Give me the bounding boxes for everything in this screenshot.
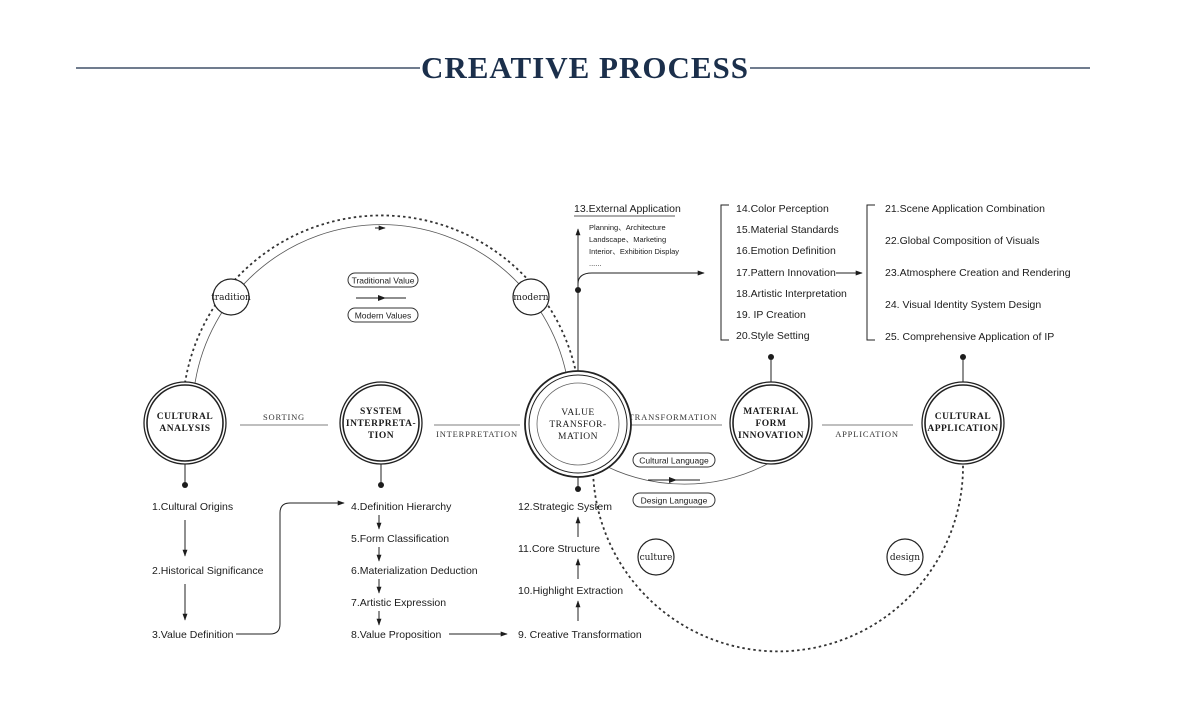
node-cultural-analysis-line2: ANALYSIS xyxy=(159,424,210,434)
node-cultural-application: CULTURAL APPLICATION xyxy=(921,381,1005,465)
node-cultural-analysis: CULTURAL ANALYSIS xyxy=(143,381,227,465)
connector-sorting-label: SORTING xyxy=(263,412,305,422)
node-material-form: MATERIAL FORM INNOVATION xyxy=(729,381,813,465)
node-material-form-line3: INNOVATION xyxy=(738,431,804,441)
col2-item-8: 8.Value Proposition xyxy=(351,629,441,641)
col2-item-5: 5.Form Classification xyxy=(351,533,449,545)
cultural-language-pill: Cultural Language xyxy=(632,452,716,468)
col4-item-15: 15.Material Standards xyxy=(736,224,839,236)
modern-node: modern xyxy=(512,278,550,316)
col5-item-25: 25. Comprehensive Application of IP xyxy=(885,331,1054,343)
col4-item-19: 19. IP Creation xyxy=(736,309,806,321)
node-cultural-application-line2: APPLICATION xyxy=(927,424,998,434)
col1-item-2: 2.Historical Significance xyxy=(152,565,264,577)
col2-item-6: 6.Materialization Deduction xyxy=(351,565,478,577)
node-cultural-analysis-line1: CULTURAL xyxy=(157,412,213,422)
col1-dot xyxy=(182,482,188,488)
node-value-transformation-line1: VALUE xyxy=(561,408,594,418)
page-title: CREATIVE PROCESS xyxy=(421,50,749,85)
col4-item-18: 18.Artistic Interpretation xyxy=(736,288,847,300)
tradition-node: tradition xyxy=(211,278,251,316)
lower-dotted-arc xyxy=(592,464,964,653)
node-value-transformation-line2: TRANSFOR- xyxy=(549,420,606,430)
col4-item-14: 14.Color Perception xyxy=(736,203,829,215)
tradition-label: tradition xyxy=(211,293,251,303)
col2-item-4: 4.Definition Hierarchy xyxy=(351,501,452,513)
node-system-interpretation-line3: TION xyxy=(368,431,394,441)
node-value-transformation: VALUE TRANSFOR- MATION xyxy=(524,370,632,478)
culture-inner-arc xyxy=(597,461,772,485)
node-system-interpretation: SYSTEM INTERPRETA- TION xyxy=(339,381,423,465)
node-material-form-line1: MATERIAL xyxy=(743,407,799,417)
col3-dot xyxy=(575,486,581,492)
modern-label: modern xyxy=(513,293,548,303)
connector-interpretation-label: INTERPRETATION xyxy=(436,429,518,439)
col5-item-21: 21.Scene Application Combination xyxy=(885,203,1045,215)
design-node: design xyxy=(886,538,924,576)
col5-item-24: 24. Visual Identity System Design xyxy=(885,299,1041,311)
design-language-label: Design Language xyxy=(641,496,708,506)
node-system-interpretation-line2: INTERPRETA- xyxy=(346,419,416,429)
external-line-3: Interior、Exhibition Display xyxy=(589,247,679,256)
external-line-1: Planning、Architecture xyxy=(589,223,666,232)
node-cultural-application-line1: CULTURAL xyxy=(935,412,991,422)
col4-item-17: 17.Pattern Innovation xyxy=(736,267,836,279)
modern-values-pill: Modern Values xyxy=(347,307,419,323)
inner-arc xyxy=(194,224,569,384)
col5-item-23: 23.Atmosphere Creation and Rendering xyxy=(885,267,1071,279)
design-label: design xyxy=(890,553,920,563)
col1-item-1: 1.Cultural Origins xyxy=(152,501,233,513)
connector-3-to-4 xyxy=(236,500,345,635)
culture-node: culture xyxy=(637,538,675,576)
col3-item-10: 10.Highlight Extraction xyxy=(518,585,623,597)
col4-item-16: 16.Emotion Definition xyxy=(736,245,836,257)
connector-to-col4 xyxy=(577,270,705,290)
culture-label: culture xyxy=(640,553,673,563)
col2-item-7: 7.Artistic Expression xyxy=(351,597,446,609)
col2-dot xyxy=(378,482,384,488)
col5-bracket xyxy=(866,204,875,341)
external-line-2: Landscape、Marketing xyxy=(589,235,666,244)
col4-item-20: 20.Style Setting xyxy=(736,330,810,342)
pill-arrow-top-head xyxy=(378,295,386,301)
node-system-interpretation-line1: SYSTEM xyxy=(360,407,402,417)
col5-item-22: 22.Global Composition of Visuals xyxy=(885,235,1039,247)
node-material-form-line2: FORM xyxy=(755,419,786,429)
external-title: 13.External Application xyxy=(574,203,681,215)
node-value-transformation-line3: MATION xyxy=(558,432,598,442)
col3-item-11: 11.Core Structure xyxy=(518,543,600,555)
pill-arrow-bottom-head xyxy=(669,477,677,483)
col1-item-3: 3.Value Definition xyxy=(152,629,234,641)
col3-item-12: 12.Strategic System xyxy=(518,501,612,513)
outer-dotted-arc xyxy=(184,214,579,384)
external-line-4: ...... xyxy=(589,259,602,268)
design-language-pill: Design Language xyxy=(632,492,716,508)
col4-dot xyxy=(768,354,774,360)
col5-dot xyxy=(960,354,966,360)
modern-values-label: Modern Values xyxy=(355,311,412,321)
cultural-language-label: Cultural Language xyxy=(639,456,709,466)
traditional-value-label: Traditional Value xyxy=(352,276,415,286)
traditional-value-pill: Traditional Value xyxy=(347,272,419,288)
connector-transformation-label: TRANSFORMATION xyxy=(629,412,718,422)
col4-bracket xyxy=(720,204,729,341)
connector-application-label: APPLICATION xyxy=(835,429,899,439)
col3-item-9: 9. Creative Transformation xyxy=(518,629,642,641)
